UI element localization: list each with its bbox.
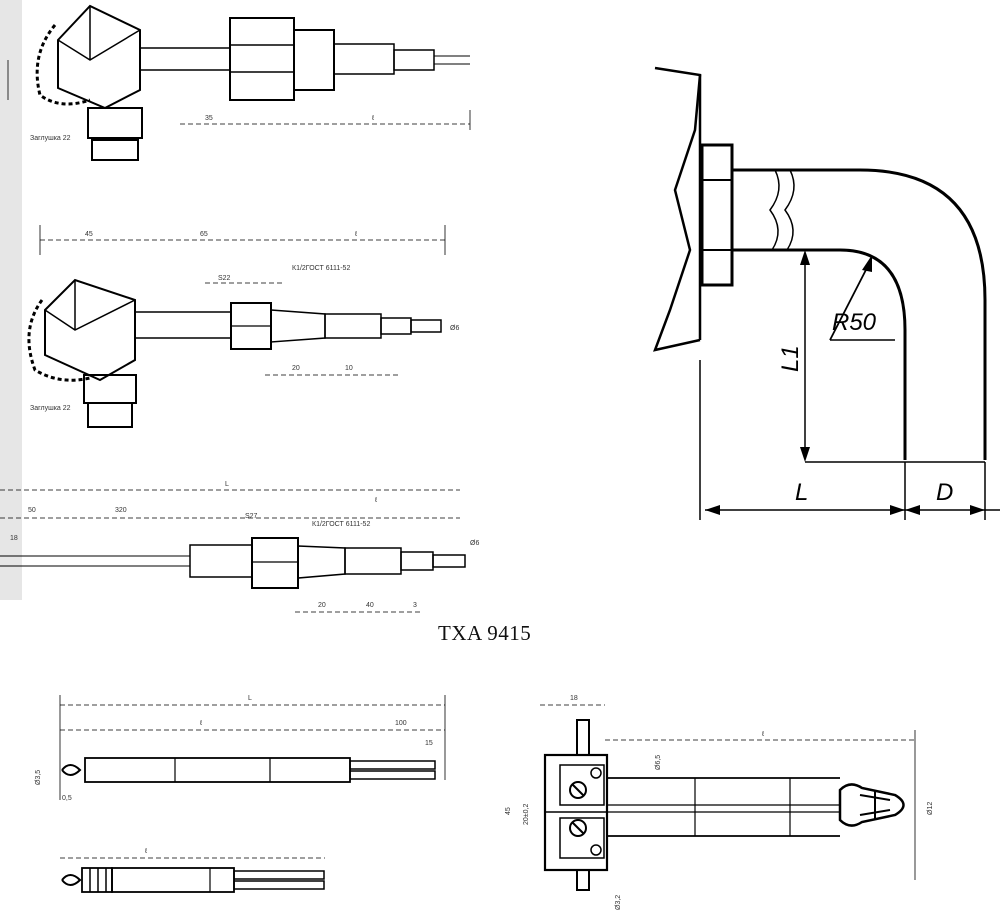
- mid-note: Заглушка 22: [30, 405, 71, 412]
- mid-dim-thread: К1/2ГОСТ 6111-52: [292, 265, 350, 272]
- bl-dim-l: ℓ: [199, 720, 203, 727]
- br-dim-18: 18: [570, 695, 578, 702]
- mid-dim-45: 45: [85, 231, 93, 238]
- low-dim-3: 3: [413, 602, 417, 609]
- low-dim-20: 20: [318, 602, 326, 609]
- mid-dim-20: 20: [292, 365, 300, 372]
- low-dim-s27: S27: [245, 513, 258, 520]
- low-dim-thread: К1/2ГОСТ 6111-52: [312, 521, 370, 528]
- top-note: Заглушка 22: [30, 135, 71, 142]
- mid-dim-s22: S22: [218, 275, 231, 282]
- bl-dim-100: 100: [395, 720, 407, 727]
- br-dim-d12: Ø12: [927, 802, 934, 815]
- diameter-label: D: [936, 479, 953, 506]
- bl-dim-L: L: [248, 695, 252, 702]
- low-dim-d6: Ø6: [470, 540, 479, 547]
- middle-thermocouple-drawing: [27, 225, 446, 428]
- bl-dim-15: 15: [425, 740, 433, 747]
- low-dim-L: L: [225, 481, 229, 488]
- mid-dim-d6: Ø6: [450, 325, 459, 332]
- bottom-left-probe-drawing: [59, 695, 446, 800]
- bent-tube-diagram: [653, 66, 1000, 520]
- br-dim-d32: Ø3,2: [615, 895, 622, 910]
- low-dim-l: ℓ: [374, 497, 378, 504]
- low-dim-40: 40: [366, 602, 374, 609]
- br-dim-45: 45: [505, 807, 512, 815]
- height-label: L1: [777, 345, 804, 372]
- low-dim-320: 320: [115, 507, 127, 514]
- mid-dim-l: ℓ: [354, 231, 358, 238]
- figure-caption: TXA 9415: [438, 621, 532, 645]
- mid-dim-10: 10: [345, 365, 353, 372]
- low-dim-50: 50: [28, 507, 36, 514]
- br-dim-d65: Ø6,5: [655, 755, 662, 770]
- low-dim-18: 18: [10, 535, 18, 542]
- lower-thermocouple-drawing: [0, 489, 466, 613]
- br-dim-l: ℓ: [761, 731, 765, 738]
- top-dim-l: ℓ: [371, 115, 375, 122]
- top-dim-35: 35: [205, 115, 213, 122]
- scan-shade: [0, 0, 22, 600]
- bl-dim-05: 0,5: [62, 795, 72, 802]
- radius-label: R50: [832, 309, 877, 336]
- bottom-right-terminal-drawing: [540, 704, 916, 891]
- bottom-left-small-probe: [60, 857, 325, 893]
- bl-dim-d35: Ø3,5: [35, 770, 42, 785]
- length-label: L: [795, 479, 808, 506]
- bls-dim-l: ℓ: [144, 848, 148, 855]
- mid-dim-65: 65: [200, 231, 208, 238]
- br-dim-20: 20±0,2: [523, 804, 530, 825]
- top-thermocouple-drawing: [7, 4, 471, 161]
